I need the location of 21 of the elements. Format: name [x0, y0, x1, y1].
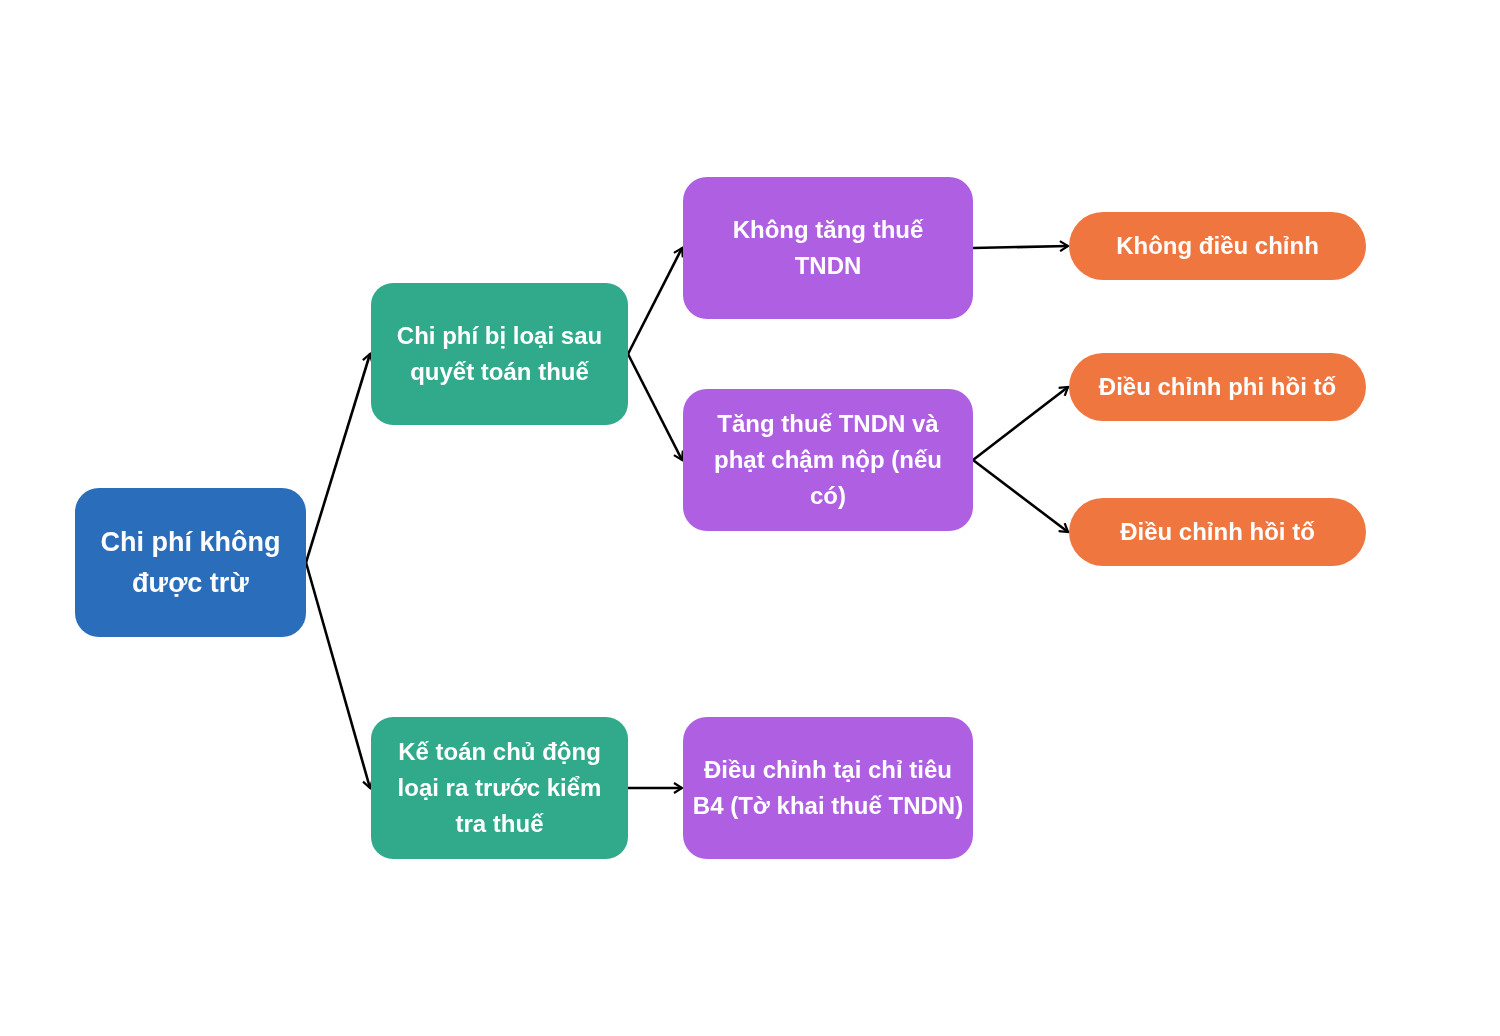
process-box: [683, 717, 973, 859]
box-label: Không tăng thuế TNDN: [731, 215, 925, 281]
box-label: Tăng thuế TNDN và phạt chậm nộp (nếu có): [713, 409, 943, 511]
arrow: [626, 246, 684, 355]
arrow: [972, 240, 1070, 253]
box-label: Không điều chỉnh: [1116, 231, 1319, 261]
process-box: [371, 717, 628, 859]
process-box: [75, 488, 306, 637]
box-label: Điều chỉnh hồi tố: [1120, 517, 1315, 547]
box-label: Chi phí bị loại sau quyết toán thuế: [395, 321, 604, 387]
box-label: Chi phí không được trừ: [99, 526, 282, 600]
process-box: [683, 389, 973, 531]
process-box: [371, 283, 628, 425]
process-box: [683, 177, 973, 319]
arrow: [626, 353, 684, 462]
box-label: Điều chỉnh tại chỉ tiêu B4 (Tờ khai thuế TNDN): [691, 755, 965, 821]
arrow: [628, 781, 684, 795]
box-label: Điều chỉnh phi hồi tố: [1098, 372, 1337, 402]
arrow: [972, 385, 1070, 462]
box-label: Kế toán chủ động loại ra trước kiểm tra thuế: [396, 737, 603, 839]
arrow: [972, 458, 1070, 534]
